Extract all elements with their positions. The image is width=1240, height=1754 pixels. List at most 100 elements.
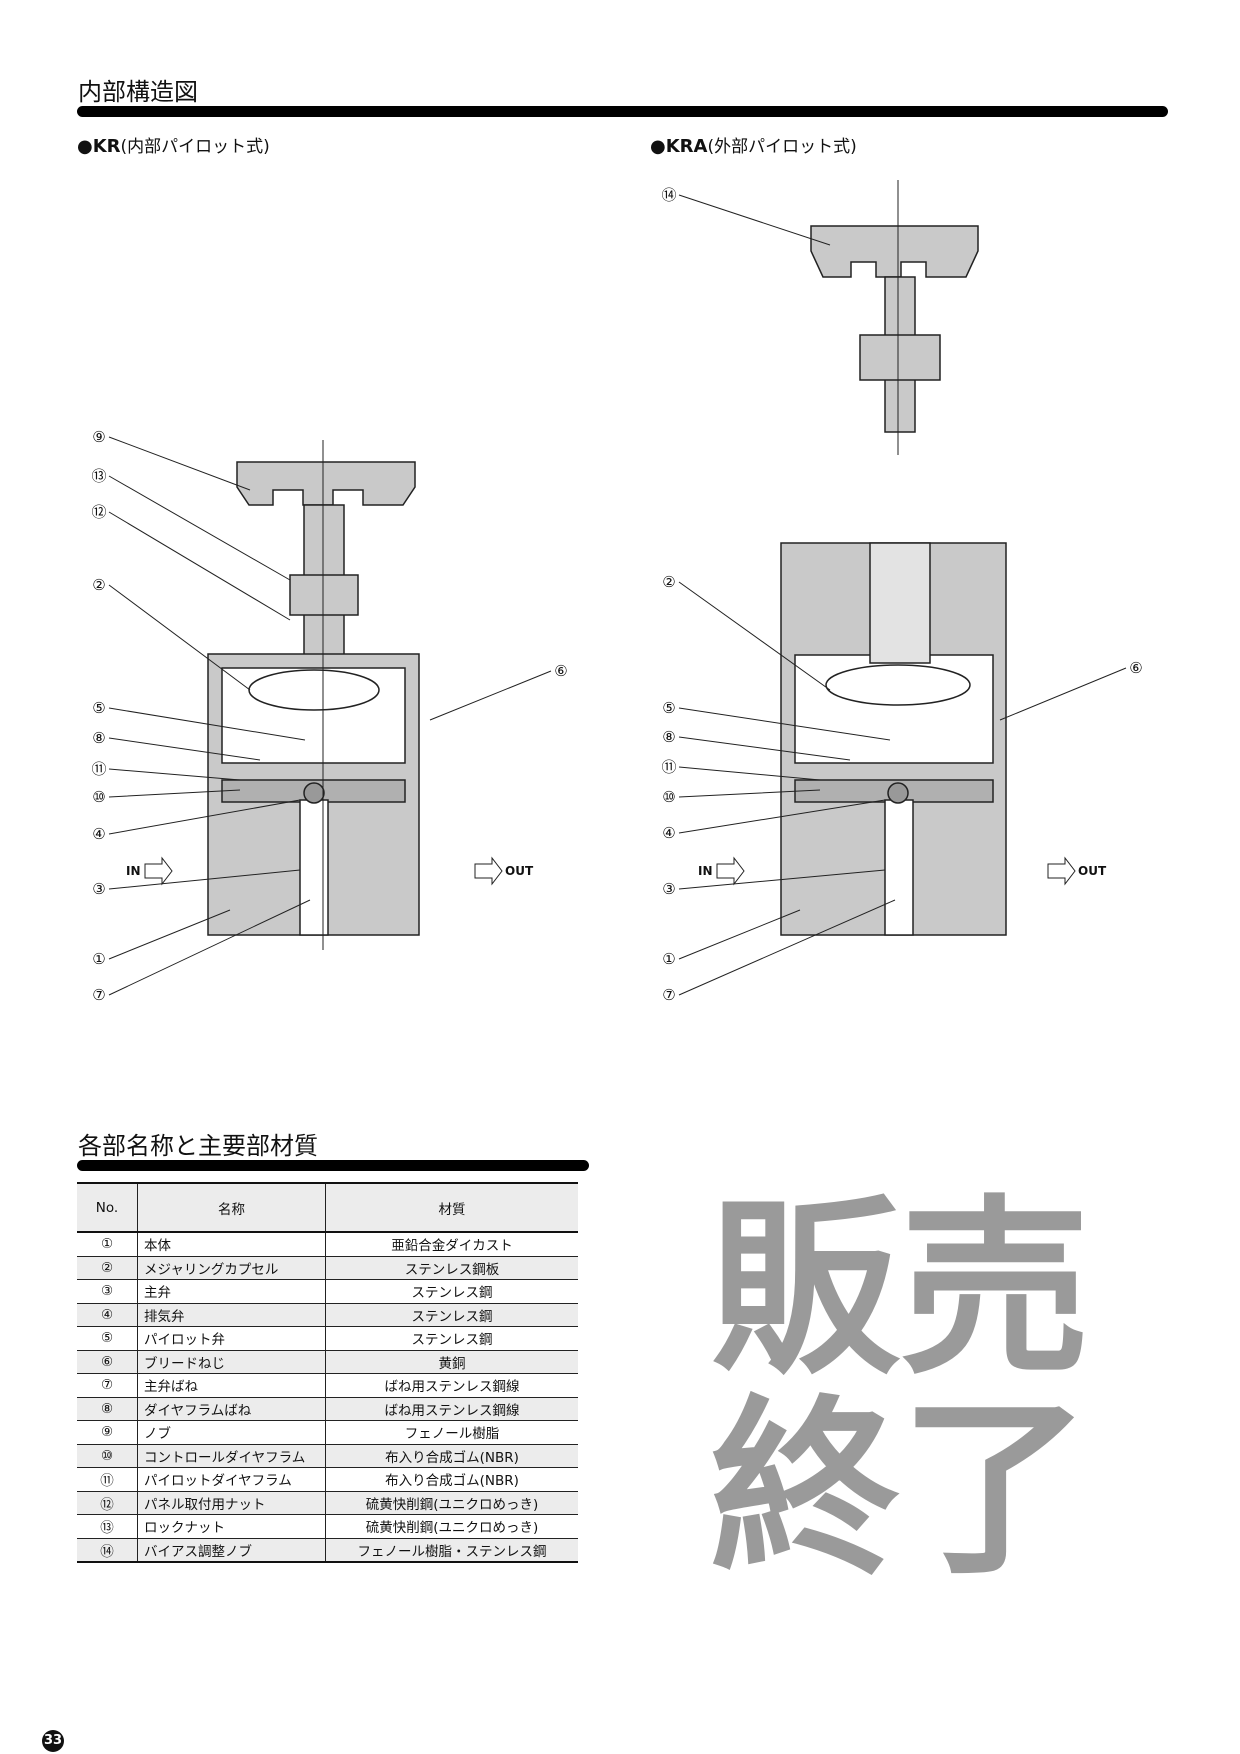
cell-name: メジャリングカプセル <box>137 1256 326 1280</box>
callout: ⑩ <box>92 788 105 806</box>
cell-name: ロックナット <box>137 1514 326 1539</box>
callout: ⑩ <box>662 788 675 806</box>
bias-knob <box>810 225 979 278</box>
leader-lines <box>108 194 1127 996</box>
table-header-row: No. 名称 材質 <box>77 1182 578 1233</box>
header-material: 材質 <box>325 1182 578 1233</box>
callout: ③ <box>662 880 675 898</box>
callout: ④ <box>662 824 675 842</box>
callout: ⑦ <box>92 986 105 1004</box>
callout: ⑤ <box>662 699 675 717</box>
callout: ⑪ <box>661 758 676 776</box>
cell-material: ステンレス鋼 <box>325 1303 578 1327</box>
callout: ⑦ <box>662 986 675 1004</box>
cell-no: ⑩ <box>77 1444 138 1468</box>
callout: ⑥ <box>1129 659 1142 677</box>
cell-no: ② <box>77 1256 138 1280</box>
out-label: OUT <box>1078 864 1107 878</box>
section-divider <box>77 106 1168 117</box>
kra-diagram <box>780 180 1007 936</box>
cell-name: 本体 <box>137 1232 326 1257</box>
cell-material: フェノール樹脂 <box>325 1420 578 1445</box>
callout: ⑧ <box>92 729 105 747</box>
cell-material: 布入り合成ゴム(NBR) <box>325 1467 578 1492</box>
kra-heading: ●KRA(外部パイロット式) <box>650 132 857 157</box>
cell-name: コントロールダイヤフラム <box>137 1444 326 1468</box>
cell-material: ばね用ステンレス鋼線 <box>325 1373 578 1398</box>
section-title-parts-materials: 各部名称と主要部材質 <box>78 1132 318 1160</box>
cell-no: ⑫ <box>77 1491 138 1515</box>
kr-model: ●KR <box>77 136 121 157</box>
flow-arrow-icon <box>144 856 1076 886</box>
cell-no: ④ <box>77 1303 138 1327</box>
cell-name: ダイヤフラムばね <box>137 1397 326 1421</box>
cell-material: フェノール樹脂・ステンレス鋼 <box>325 1538 578 1563</box>
out-label: OUT <box>505 864 534 878</box>
panel-nut <box>289 574 359 616</box>
callout: ⑧ <box>662 728 675 746</box>
cell-no: ⑦ <box>77 1373 138 1398</box>
header-no: No. <box>77 1182 138 1233</box>
callout: ⑪ <box>91 760 106 778</box>
page-number: 33 <box>42 1730 64 1752</box>
cell-material: 亜鉛合金ダイカスト <box>325 1232 578 1257</box>
callout: ⑤ <box>92 699 105 717</box>
cell-material: ばね用ステンレス鋼線 <box>325 1397 578 1421</box>
in-label: IN <box>126 864 141 878</box>
callout: ③ <box>92 880 105 898</box>
callout: ④ <box>92 825 105 843</box>
cell-material: 硫黄快削鋼(ユニクロめっき) <box>325 1514 578 1539</box>
callout: ① <box>92 950 105 968</box>
cell-material: 黄銅 <box>325 1350 578 1374</box>
kra-model: ●KRA <box>650 136 708 157</box>
cell-material: 布入り合成ゴム(NBR) <box>325 1444 578 1468</box>
cell-material: 硫黄快削鋼(ユニクロめっき) <box>325 1491 578 1515</box>
cell-no: ③ <box>77 1279 138 1304</box>
section-title-internal-structure: 内部構造図 <box>78 78 198 106</box>
kr-diagram <box>207 440 420 950</box>
kr-heading: ●KR(内部パイロット式) <box>77 132 270 157</box>
cell-no: ⑭ <box>77 1538 138 1563</box>
callout: ⑫ <box>91 503 106 521</box>
cell-material: ステンレス鋼 <box>325 1326 578 1351</box>
cell-no: ⑥ <box>77 1350 138 1374</box>
callout: ⑨ <box>92 428 105 446</box>
cell-name: パイロットダイヤフラム <box>137 1467 326 1492</box>
in-label: IN <box>698 864 713 878</box>
callout: ① <box>662 950 675 968</box>
callout: ⑬ <box>91 467 106 485</box>
cell-no: ⑨ <box>77 1420 138 1445</box>
cell-material: ステンレス鋼 <box>325 1279 578 1304</box>
cell-name: 排気弁 <box>137 1303 326 1327</box>
callout: ⑭ <box>661 186 676 204</box>
cell-name: バイアス調整ノブ <box>137 1538 326 1563</box>
kra-type: (外部パイロット式) <box>707 137 857 157</box>
callout: ⑥ <box>554 662 567 680</box>
knob <box>236 461 416 506</box>
cell-material: ステンレス鋼板 <box>325 1256 578 1280</box>
cell-name: ノブ <box>137 1420 326 1445</box>
cell-no: ⑬ <box>77 1514 138 1539</box>
callout: ② <box>92 576 105 594</box>
cell-name: ブリードねじ <box>137 1350 326 1374</box>
cell-name: 主弁ばね <box>137 1373 326 1398</box>
cell-name: パイロット弁 <box>137 1326 326 1351</box>
cell-name: パネル取付用ナット <box>137 1491 326 1515</box>
cell-no: ⑧ <box>77 1397 138 1421</box>
header-name: 名称 <box>137 1182 326 1233</box>
